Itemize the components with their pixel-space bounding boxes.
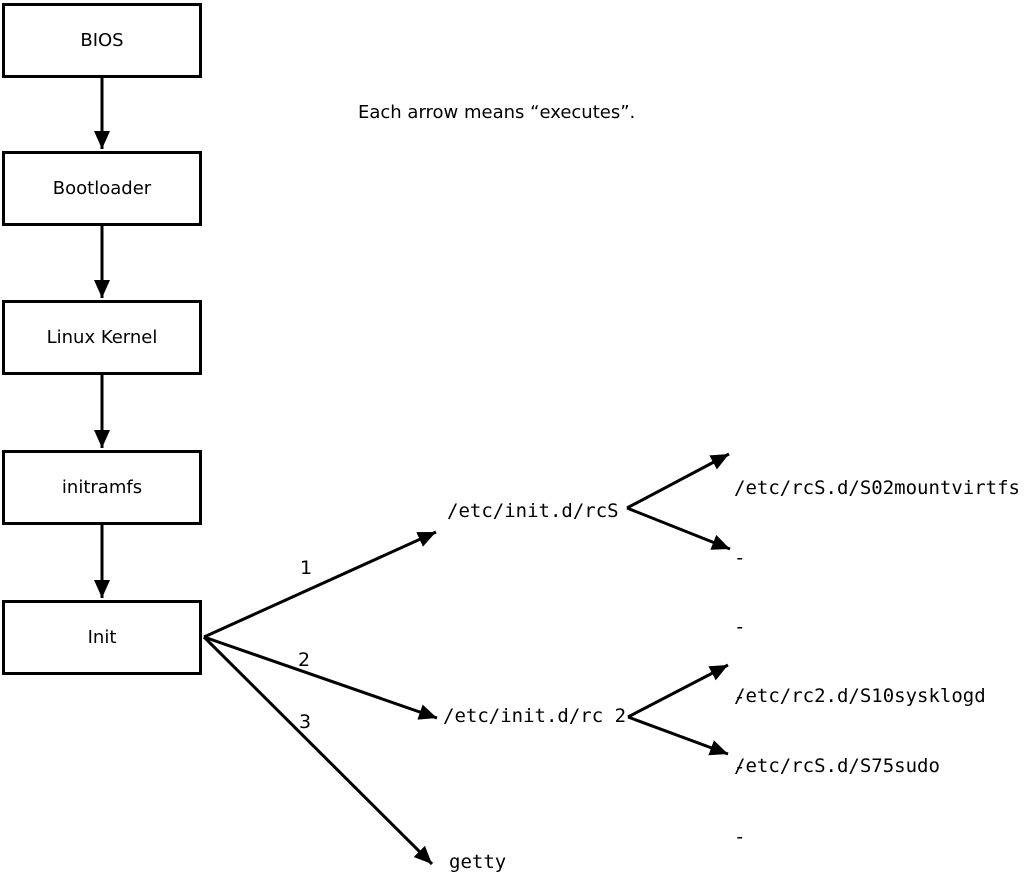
rcs-script-s02mountvirtfs: /etc/rcS.d/S02mountvirtfs (734, 477, 1020, 499)
arrow-rc2-to-s99gdm (627, 715, 729, 756)
node-initramfs: initramfs (2, 450, 202, 525)
rcs-script-list: /etc/rcS.d/S02mountvirtfs - - - /etc/rcS… (734, 432, 1020, 824)
rc2-script-s10sysklogd: /etc/rc2.d/S10sysklogd (734, 685, 986, 707)
target-getty: getty (449, 851, 507, 873)
arrow-rc2-to-s10sysklogd (627, 663, 729, 719)
rc2-script-ellipsis-1: - (734, 755, 746, 778)
node-bios: BIOS (2, 3, 202, 78)
rcs-script-ellipsis-3: - (734, 685, 746, 708)
target-etc-init-d-rc2: /etc/init.d/rc 2 (443, 705, 627, 727)
arrow-init-to-rcs (203, 530, 437, 639)
rcs-script-ellipsis-1: - (734, 546, 746, 569)
branch-label-3: 3 (298, 711, 312, 733)
legend-note: Each arrow means “executes”. (358, 102, 636, 123)
arrow-rcs-to-s02mountvirtfs (626, 452, 730, 510)
target-etc-init-d-rcs: /etc/init.d/rcS (447, 500, 619, 522)
rc2-script-list: /etc/rc2.d/S10sysklogd - - - /etc/rc2.d/… (734, 639, 986, 875)
branch-label-2: 2 (297, 649, 311, 671)
branch-label-1: 1 (299, 557, 313, 579)
arrow-init-to-rc2 (203, 635, 438, 720)
node-bootloader: Bootloader (2, 151, 202, 226)
arrow-init-to-getty (202, 635, 434, 866)
rc2-script-ellipsis-2: - (734, 826, 746, 848)
node-linux-kernel: Linux Kernel (2, 300, 202, 375)
rcs-script-s75sudo: /etc/rcS.d/S75sudo (734, 755, 940, 777)
arrow-rcs-to-s75sudo (626, 506, 731, 551)
node-init: Init (2, 600, 202, 675)
rcs-script-ellipsis-2: - (734, 616, 746, 638)
